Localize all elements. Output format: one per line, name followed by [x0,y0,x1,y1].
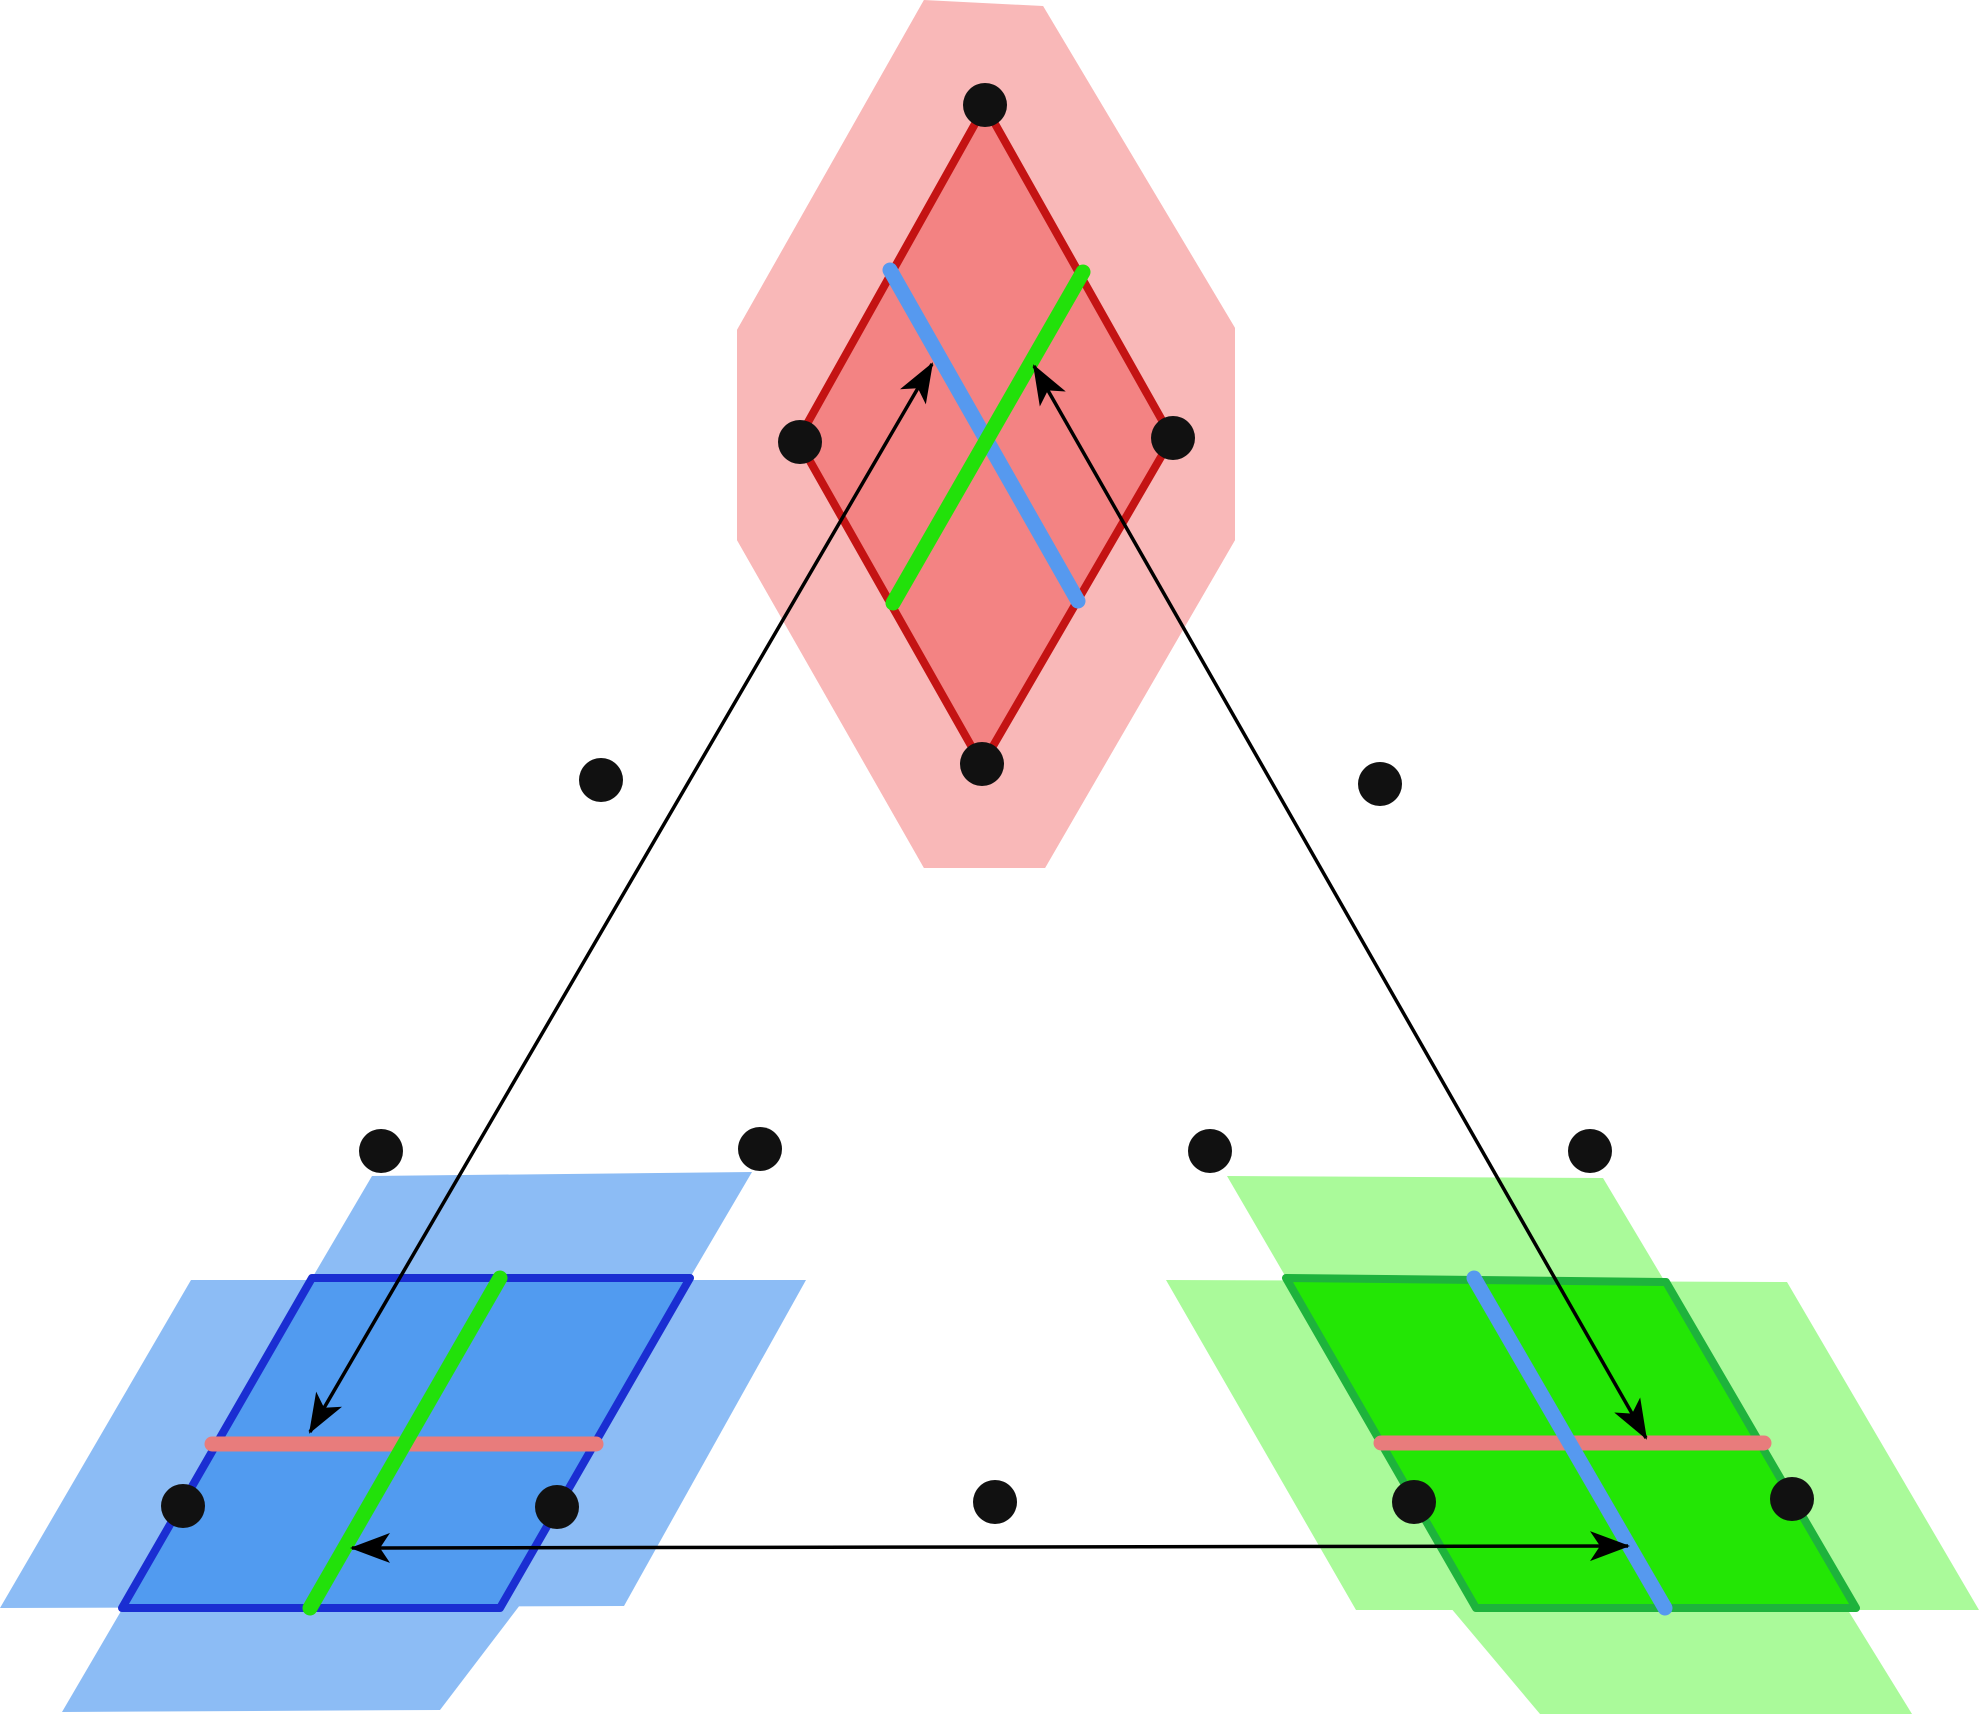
node-mid-left [579,758,623,802]
arrow-red-green [1032,364,1648,1440]
node-green-top-right [1568,1129,1612,1173]
node-bottom-center [973,1480,1017,1524]
node-blue-left [161,1484,205,1528]
arrow-red-blue [308,362,934,1434]
green-group [1166,1176,1979,1714]
node-mid-right [1358,762,1402,806]
node-green-left [1392,1480,1436,1524]
node-red-right [1151,416,1195,460]
node-blue-top-right [738,1127,782,1171]
node-red-top [963,83,1007,127]
arrow-blue-green [350,1531,1630,1563]
node-red-bottom [960,742,1004,786]
node-green-right [1770,1477,1814,1521]
node-blue-top-left [359,1129,403,1173]
node-blue-right [535,1485,579,1529]
arrows [308,362,1648,1563]
nodes [161,83,1814,1529]
blue-group [0,1172,806,1712]
node-green-top-left [1188,1129,1232,1173]
node-red-left [778,420,822,464]
